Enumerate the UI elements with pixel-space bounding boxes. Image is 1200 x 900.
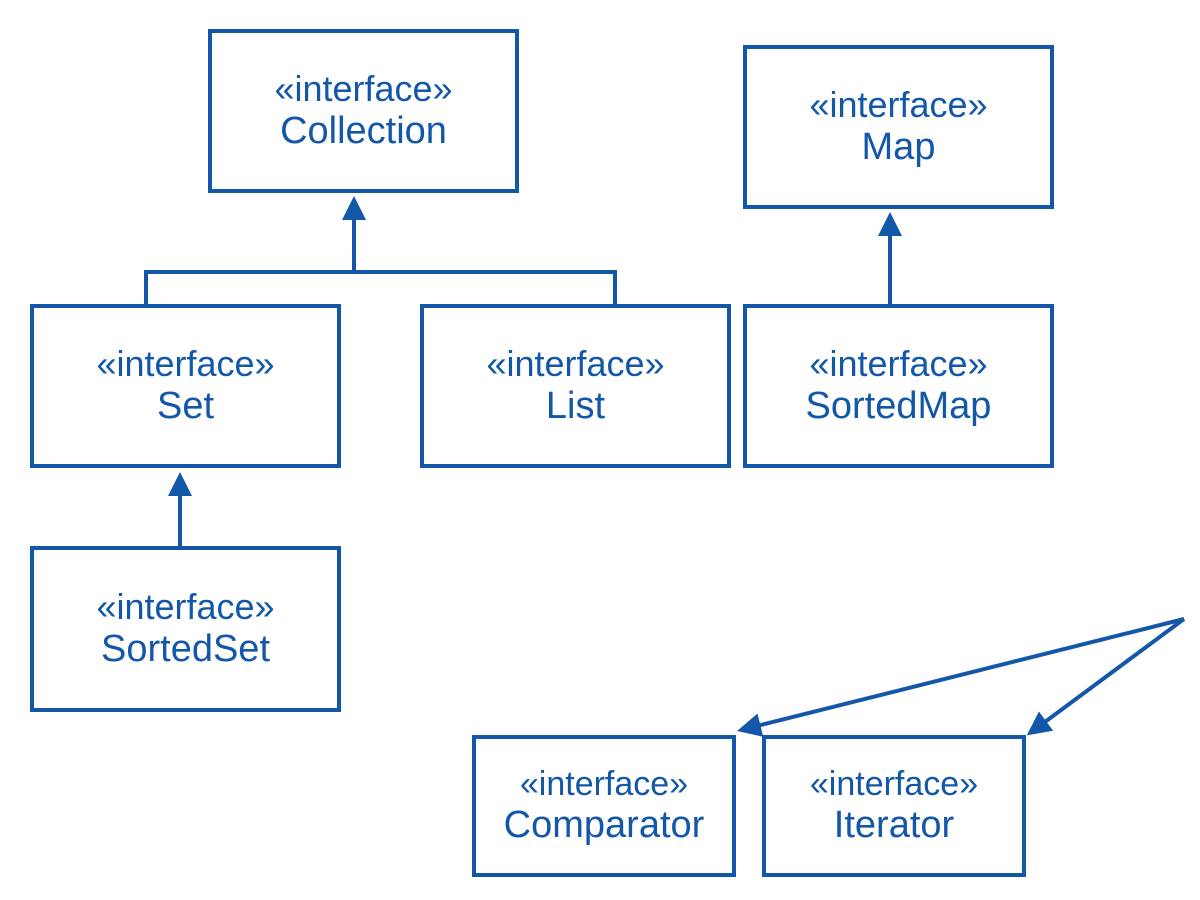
arrow-to-iterator [1026, 617, 1186, 736]
connector-set-list-to-collection [144, 270, 617, 304]
interface-name: Iterator [833, 803, 955, 846]
stereotype-label: «interface» [809, 343, 988, 385]
stereotype-label: «interface» [809, 764, 979, 803]
interface-name: Comparator [503, 803, 705, 846]
arrow-to-comparator [737, 617, 1185, 737]
list-interface-box: «interface» List [420, 304, 731, 468]
interface-name: SortedMap [805, 384, 992, 427]
stereotype-label: «interface» [519, 764, 689, 803]
interface-name: Map [861, 125, 936, 168]
stereotype-label: «interface» [274, 68, 453, 110]
interface-name: Collection [280, 109, 447, 152]
sortedmap-interface-box: «interface» SortedMap [743, 304, 1054, 468]
stereotype-label: «interface» [96, 586, 275, 628]
sortedset-interface-box: «interface» SortedSet [30, 546, 341, 712]
collection-interface-box: «interface» Collection [208, 29, 519, 193]
interface-name: SortedSet [101, 627, 270, 670]
iterator-interface-box: «interface» Iterator [762, 735, 1026, 877]
comparator-interface-box: «interface» Comparator [472, 735, 736, 877]
interface-name: List [545, 384, 606, 427]
stereotype-label: «interface» [96, 343, 275, 385]
map-interface-box: «interface» Map [743, 45, 1054, 209]
set-interface-box: «interface» Set [30, 304, 341, 468]
stereotype-label: «interface» [486, 343, 665, 385]
stereotype-label: «interface» [809, 84, 988, 126]
interface-name: Set [156, 384, 215, 427]
